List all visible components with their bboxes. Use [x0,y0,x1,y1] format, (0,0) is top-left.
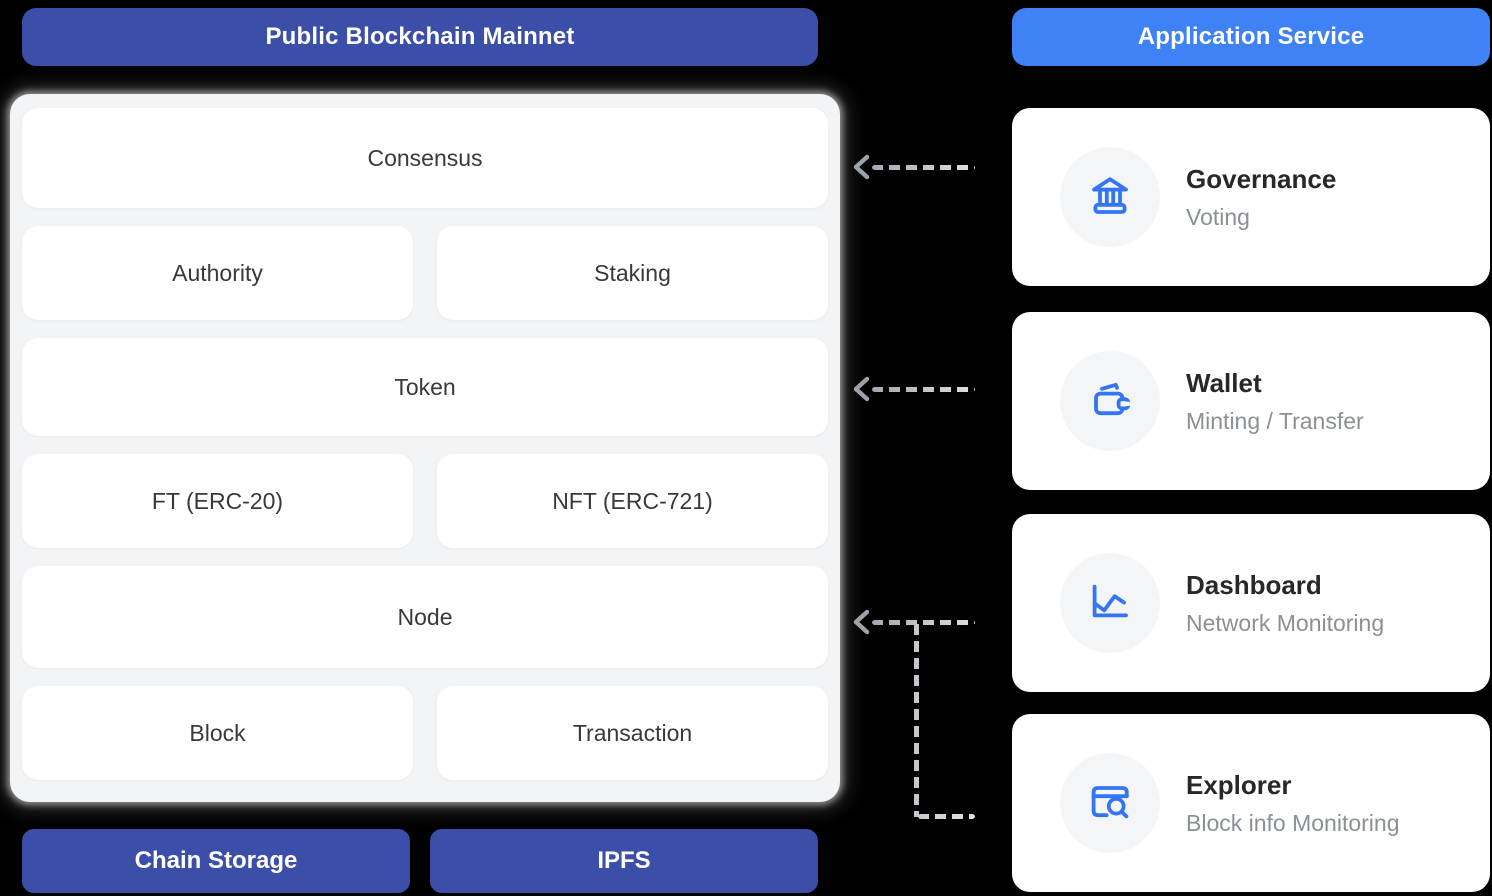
mainnet-header: Public Blockchain Mainnet [22,8,818,66]
explorer-title: Explorer [1186,769,1292,800]
governance-card: Governance Voting [1012,108,1490,286]
authority-staking-row: Authority Staking [22,226,828,320]
staking-box: Staking [437,226,828,320]
ipfs-box: IPFS [430,829,818,893]
transaction-box: Transaction [437,686,828,780]
wallet-card: Wallet Minting / Transfer [1012,312,1490,490]
bank-icon [1092,177,1128,214]
block-transaction-row: Block Transaction [22,686,828,780]
authority-box: Authority [22,226,413,320]
dashboard-subtitle: Network Monitoring [1186,609,1385,636]
explorer-icon-circle [1060,753,1160,853]
ft-erc20-box: FT (ERC-20) [22,454,413,548]
node-box: Node [22,566,828,668]
chain-storage-box: Chain Storage [22,829,410,893]
governance-icon-circle [1060,147,1160,247]
explorer-elbow-vertical-dashed-line [914,624,919,817]
wallet-icon-circle [1060,351,1160,451]
governance-subtitle: Voting [1186,203,1250,230]
left-arrowhead-icon [853,154,870,180]
nft-erc721-box: NFT (ERC-721) [437,454,828,548]
wallet-to-token-dashed-line [872,387,975,392]
ft-nft-row: FT (ERC-20) NFT (ERC-721) [22,454,828,548]
explorer-elbow-horizontal-dashed-line [918,814,975,819]
dashboard-card-text: Dashboard Network Monitoring [1186,570,1384,637]
dashboard-to-node-dashed-line [872,620,975,625]
explorer-card: Explorer Block info Monitoring [1012,714,1490,892]
explorer-card-text: Explorer Block info Monitoring [1186,770,1400,837]
explorer-subtitle: Block info Monitoring [1186,809,1400,836]
application-service-header: Application Service [1012,8,1490,66]
consensus-box: Consensus [22,108,828,208]
dashboard-icon-circle [1060,553,1160,653]
token-box: Token [22,338,828,436]
governance-to-consensus-dashed-line [872,165,975,170]
governance-card-text: Governance Voting [1186,164,1336,231]
mainnet-panel: Consensus Authority Staking Token FT (ER… [10,94,840,802]
wallet-icon [1094,382,1131,416]
block-box: Block [22,686,413,780]
left-arrowhead-icon [853,376,870,402]
left-arrowhead-icon [853,609,870,635]
wallet-title: Wallet [1186,367,1262,398]
line-chart-icon [1092,584,1128,618]
wallet-subtitle: Minting / Transfer [1186,407,1364,434]
wallet-card-text: Wallet Minting / Transfer [1186,368,1364,435]
browser-search-icon [1091,786,1129,819]
governance-title: Governance [1186,163,1337,194]
dashboard-card: Dashboard Network Monitoring [1012,514,1490,692]
dashboard-title: Dashboard [1186,569,1322,600]
